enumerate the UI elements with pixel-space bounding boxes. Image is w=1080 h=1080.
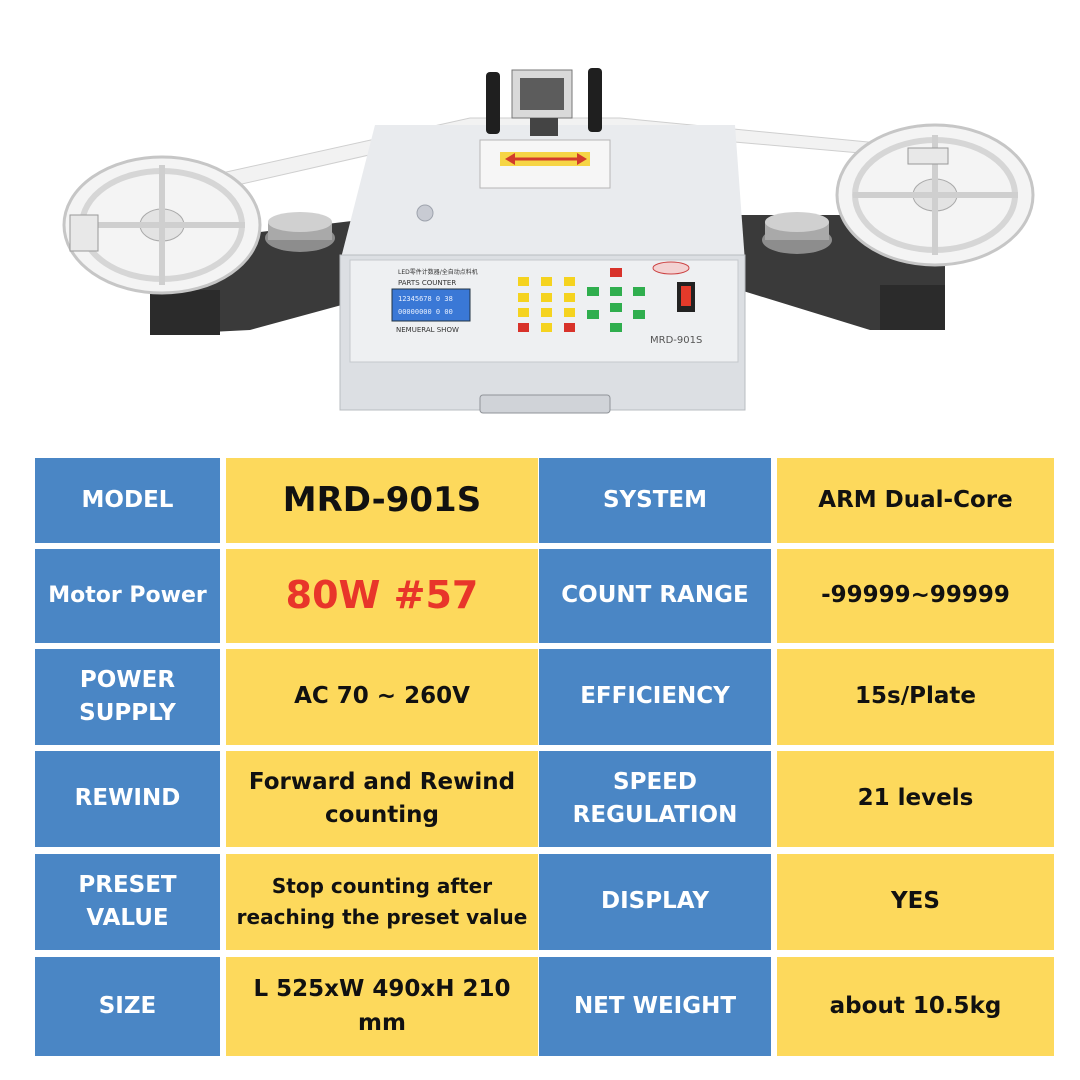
lcd-caption: NEMUERAL SHOW — [396, 326, 459, 334]
panel-subtitle: LED零件计数器/全自动点料机 — [398, 268, 478, 276]
lcd-display — [391, 288, 471, 322]
net-weight-label: NET WEIGHT — [539, 957, 771, 1056]
right-reel — [835, 123, 1035, 267]
power-supply-value: AC 70 ~ 260V — [226, 649, 538, 745]
panel-title: PARTS COUNTER — [398, 279, 456, 287]
rewind-value: Forward and Rewind counting — [226, 751, 538, 847]
speed-regulation-value: 21 levels — [777, 751, 1054, 847]
motor-power-value: 80W #57 — [226, 549, 538, 643]
count-range-label: COUNT RANGE — [539, 549, 771, 643]
motor-power-label: Motor Power — [35, 549, 220, 643]
size-label: SIZE — [35, 957, 220, 1056]
left-reel — [62, 155, 262, 295]
system-label: SYSTEM — [539, 458, 771, 543]
efficiency-label: EFFICIENCY — [539, 649, 771, 745]
net-weight-value: about 10.5kg — [777, 957, 1054, 1056]
lcd-line-2: 00000000 0 00 — [398, 308, 453, 316]
model-label: MODEL — [35, 458, 220, 543]
speed-regulation-label: SPEED REGULATION — [539, 751, 771, 847]
preset-value-label: PRESET VALUE — [35, 854, 220, 950]
lcd-line-1: 12345678 0 38 — [398, 295, 453, 303]
efficiency-value: 15s/Plate — [777, 649, 1054, 745]
display-label: DISPLAY — [539, 854, 771, 950]
rewind-label: REWIND — [35, 751, 220, 847]
sensor-bracket — [479, 68, 611, 189]
size-value: L 525xW 490xH 210 mm — [226, 957, 538, 1056]
spec-table: MODEL MRD-901S SYSTEM ARM Dual-Core Moto… — [35, 458, 1054, 1056]
function-keys — [587, 268, 645, 332]
power-supply-label: POWER SUPPLY — [35, 649, 220, 745]
numeric-keypad — [518, 277, 575, 332]
control-panel: LED零件计数器/全自动点料机 PARTS COUNTER 12345678 0… — [349, 259, 739, 363]
product-photo: LED零件计数器/全自动点料机 PARTS COUNTER 12345678 0… — [62, 68, 1035, 414]
model-value: MRD-901S — [226, 458, 538, 543]
preset-value-value: Stop counting after reaching the preset … — [226, 854, 538, 950]
system-value: ARM Dual-Core — [777, 458, 1054, 543]
left-motor — [150, 212, 360, 335]
display-value: YES — [777, 854, 1054, 950]
model-plate: MRD-901S — [650, 335, 702, 346]
count-range-value: -99999~99999 — [777, 549, 1054, 643]
